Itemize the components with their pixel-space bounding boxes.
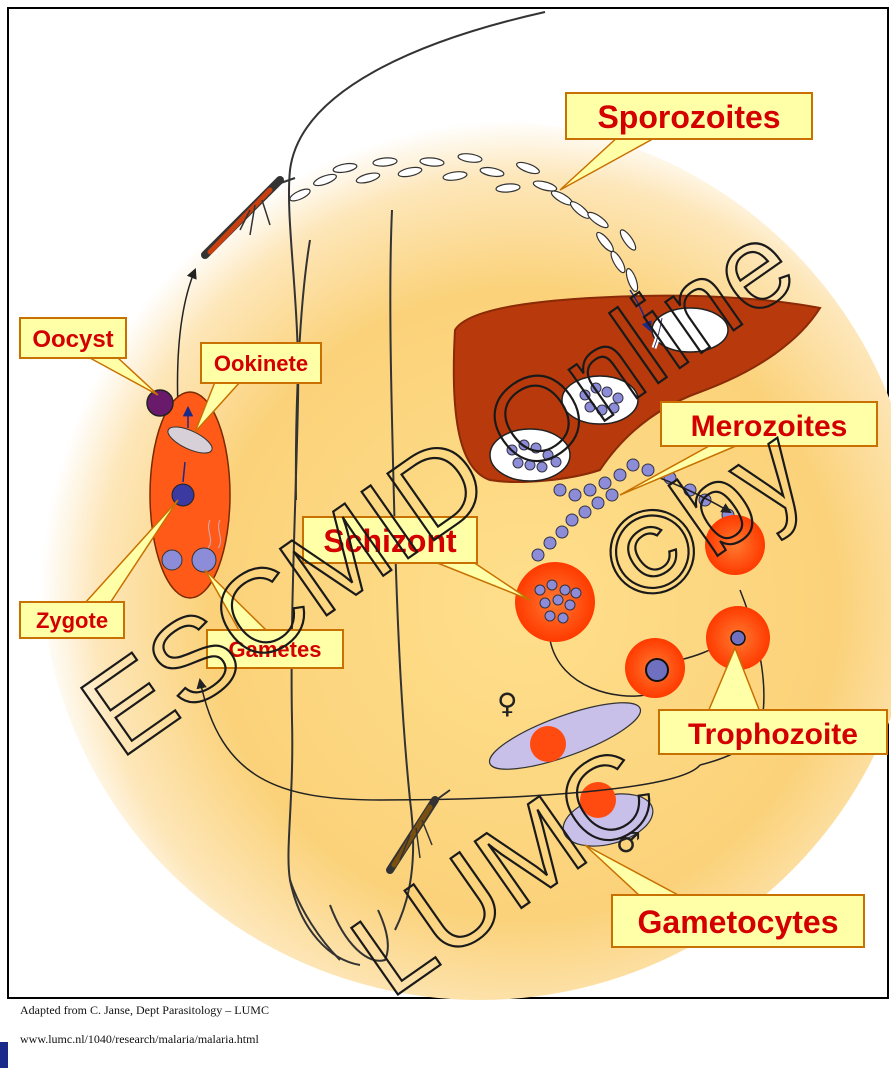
female-symbol: ♀ xyxy=(497,687,518,720)
oocyst-cell xyxy=(147,390,173,416)
gamete-cell xyxy=(162,550,182,570)
corner-tab xyxy=(0,1042,8,1068)
label-gametocytes: Gametocytes xyxy=(638,904,839,940)
credit-line-1: Adapted from C. Janse, Dept Parasitology… xyxy=(20,1003,269,1018)
label-zygote: Zygote xyxy=(36,608,108,633)
label-sporozoites: Sporozoites xyxy=(597,99,780,135)
label-oocyst: Oocyst xyxy=(32,326,113,353)
label-trophozoite: Trophozoite xyxy=(688,718,858,751)
label-ookinete: Ookinete xyxy=(214,351,308,376)
credit-line-2: www.lumc.nl/1040/research/malaria/malari… xyxy=(20,1032,259,1047)
